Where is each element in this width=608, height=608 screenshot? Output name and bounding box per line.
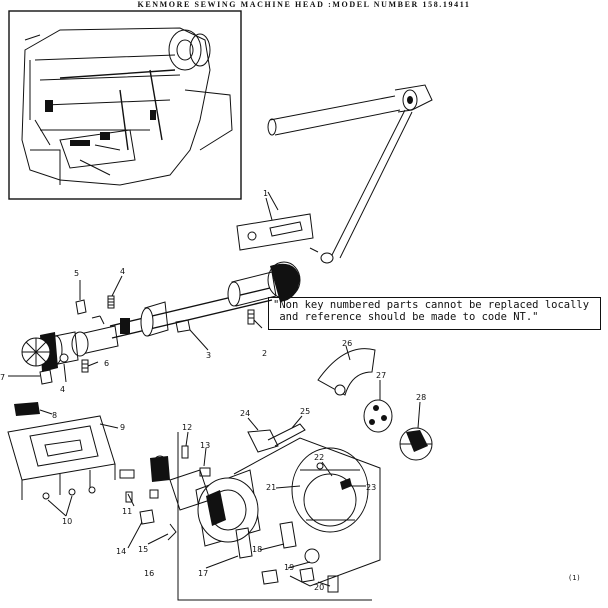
callout-7: 7 [0, 373, 5, 382]
part-1-plate [236, 191, 314, 251]
corner-mark: (1) [568, 574, 581, 582]
leader-lines [8, 197, 421, 587]
callout-1: 1 [263, 189, 268, 198]
bobbin-case-detail [291, 447, 369, 533]
parts-24-28 [247, 348, 433, 461]
callout-9: 9 [120, 423, 125, 432]
callout-26: 26 [342, 339, 352, 348]
callout-10: 10 [62, 517, 72, 526]
callout-22: 22 [314, 453, 324, 462]
callout-4-lower: 4 [60, 385, 65, 394]
callout-18: 18 [252, 545, 262, 554]
plate-parts-8-9-10 [7, 402, 116, 500]
callout-14: 14 [116, 547, 126, 556]
callout-2: 2 [262, 349, 267, 358]
callout-5: 5 [74, 269, 79, 278]
callout-12: 12 [182, 423, 192, 432]
small-parts [39, 295, 255, 385]
callout-24: 24 [240, 409, 250, 418]
callout-27: 27 [376, 371, 386, 380]
callout-25: 25 [300, 407, 310, 416]
callout-6: 6 [104, 359, 109, 368]
callout-4-upper: 4 [120, 267, 125, 276]
callout-11: 11 [122, 507, 132, 516]
callout-3: 3 [206, 351, 211, 360]
diagram-title: KENMORE SEWING MACHINE HEAD :MODEL NUMBE… [137, 0, 471, 9]
callout-20: 20 [314, 583, 324, 592]
machine-overview-inset [8, 10, 242, 200]
replacement-note-box: "Non key numbered parts cannot be replac… [268, 297, 601, 330]
callout-15: 15 [138, 545, 148, 554]
callout-28: 28 [416, 393, 426, 402]
crank-arm-assembly [267, 84, 433, 264]
callout-23: 23 [366, 483, 376, 492]
callout-17: 17 [198, 569, 208, 578]
callout-13: 13 [200, 441, 210, 450]
callout-19: 19 [284, 563, 294, 572]
callout-16: 16 [144, 569, 154, 578]
callout-labels: 1 2 3 4 4 5 6 7 8 9 10 11 12 13 14 15 16… [0, 189, 426, 592]
parts-17-20 [235, 521, 339, 593]
main-shaft-assembly [21, 261, 301, 372]
callout-21: 21 [266, 483, 276, 492]
callout-8: 8 [52, 411, 57, 420]
hook-assembly [119, 432, 381, 601]
